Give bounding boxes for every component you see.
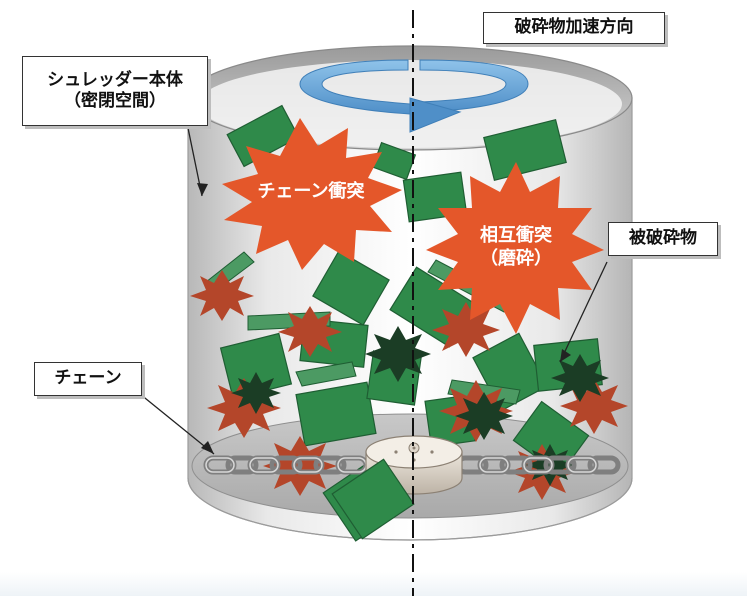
label-chain: チェーン	[34, 362, 142, 396]
label-body-line1: シュレッダー本体	[47, 69, 183, 90]
label-chain-text: チェーン	[54, 368, 122, 389]
label-crushed-text: 被破砕物	[629, 228, 697, 249]
rotation-arrow-icon	[299, 59, 529, 133]
label-crushed-material: 被破砕物	[608, 222, 718, 256]
label-acceleration-direction: 破砕物加速方向	[483, 12, 665, 44]
burst-mutual-collision	[426, 162, 604, 334]
burst-chain-collision	[222, 118, 402, 270]
label-body-line2: （密閉空間）	[64, 91, 166, 111]
label-shredder-body: シュレッダー本体 （密閉空間）	[22, 56, 208, 126]
bottom-band	[0, 572, 747, 596]
label-acceleration-text: 破砕物加速方向	[514, 17, 634, 38]
